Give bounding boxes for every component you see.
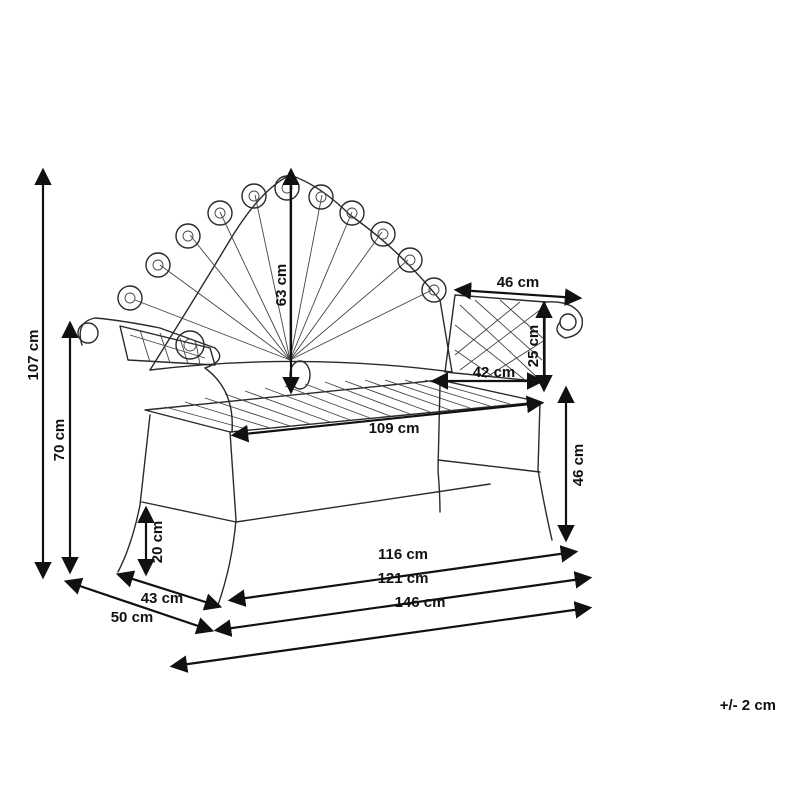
tolerance-note: +/- 2 cm [719,697,776,714]
total-width-label: 146 cm [395,594,446,611]
seat-width-arrow [230,395,545,443]
total-height-label: 107 cm [25,330,42,381]
leg-height-label: 20 cm [149,521,166,564]
leg-span-outer-label: 121 cm [378,570,429,587]
dimension-labels: 107 cm 70 cm 63 cm 46 cm 25 cm 42 cm 109… [25,264,587,626]
armrest-height-label: 25 cm [525,325,542,368]
seat-height-label: 46 cm [570,444,587,487]
backrest-height-label: 63 cm [273,264,290,307]
seat-depth-label: 43 cm [141,590,184,607]
left-armrest [77,317,221,369]
total-width-arrow [169,601,593,673]
dimension-lines [34,167,593,673]
armrest-inner-label: 42 cm [473,364,516,381]
peacock-backrest [117,174,453,390]
total-depth-label: 50 cm [111,609,154,626]
leg-span-inner-label: 116 cm [378,546,428,563]
armrest-length-label: 46 cm [497,274,540,291]
bench-legs [117,367,553,606]
seat-width-label: 109 cm [369,420,420,437]
seat-back-height-label: 70 cm [51,419,68,462]
armrest-length-arrow [453,282,583,306]
